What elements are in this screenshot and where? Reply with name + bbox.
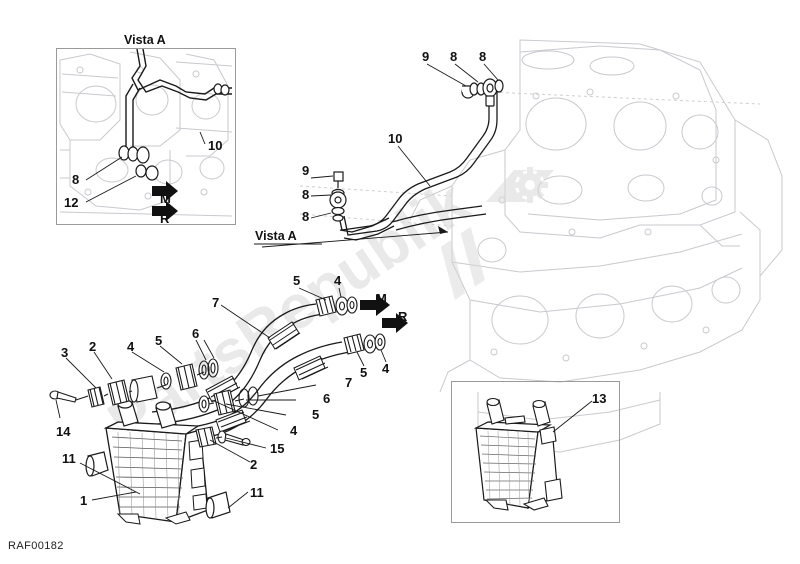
callout-4-cooler-right: 4 (290, 423, 298, 438)
callout-9-top: 9 (422, 49, 430, 64)
callout-10-inset: 10 (208, 138, 223, 153)
callout-4-lower: 4 (382, 361, 390, 376)
flow-marker-m-inset: M (160, 191, 171, 206)
callout-9-left: 9 (302, 163, 310, 178)
callout-3-cooler: 3 (61, 345, 69, 360)
callout-8-left-b: 8 (302, 209, 310, 224)
callout-8-top-a: 8 (450, 49, 458, 64)
vista-a-title-top: Vista A (124, 33, 166, 47)
callout-8-left-a: 8 (302, 187, 310, 202)
callout-8-top-b: 8 (479, 49, 487, 64)
callout-8-inset: 8 (72, 172, 80, 187)
flow-marker-m-main: M (376, 291, 387, 306)
callout-7-upper: 7 (212, 295, 220, 310)
callout-11-left: 11 (62, 451, 76, 466)
callout-15-cooler: 15 (270, 441, 285, 456)
oil-cooler-inset (451, 381, 620, 523)
callout-6-cooler-left: 6 (192, 326, 200, 341)
callout-5-upper: 5 (293, 273, 301, 288)
callout-4-upper: 4 (334, 273, 342, 288)
callout-5-cooler-right: 5 (312, 407, 320, 422)
callout-4-cooler-left: 4 (127, 339, 135, 354)
callout-6-cooler-right: 6 (323, 391, 331, 406)
vista-a-inset (56, 48, 236, 225)
callout-11-right: 11 (250, 485, 264, 500)
callout-2-cooler-left: 2 (89, 339, 97, 354)
callout-13-inset: 13 (592, 391, 607, 406)
callout-5-cooler-left: 5 (155, 333, 163, 348)
flow-marker-r-inset: R (160, 211, 170, 226)
vista-a-title-main: Vista A (255, 229, 297, 243)
callout-7-cooler-right: 7 (345, 375, 353, 390)
callout-14-cooler: 14 (56, 424, 71, 439)
flow-marker-r-main: R (398, 309, 408, 324)
callout-2-cooler-right: 2 (250, 457, 258, 472)
callout-12-inset: 12 (64, 195, 79, 210)
drawing-part-number: RAF00182 (8, 540, 64, 552)
callout-1-cooler: 1 (80, 493, 88, 508)
callout-10-hose: 10 (388, 131, 403, 146)
callout-5-lower: 5 (360, 365, 368, 380)
